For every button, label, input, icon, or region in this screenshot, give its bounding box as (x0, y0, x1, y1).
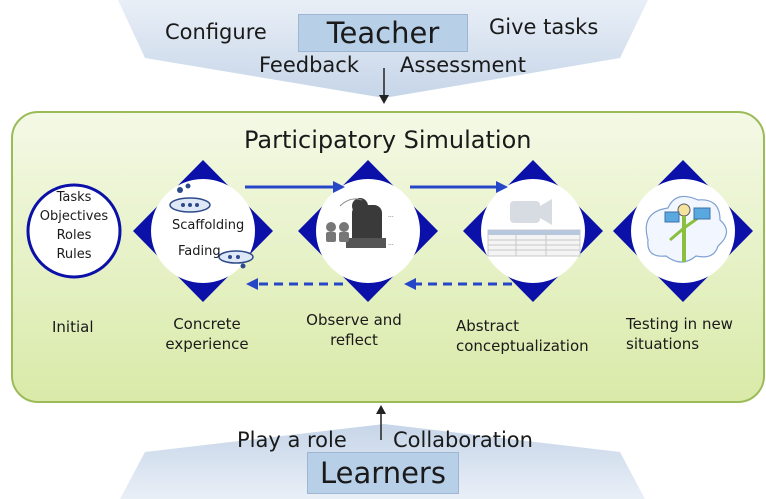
scaffolding-text: Scaffolding (172, 218, 245, 233)
learners-box: Learners (307, 452, 459, 494)
initial-items: Tasks Objectives Roles Rules (28, 188, 120, 264)
label-line: Testing in new (626, 315, 733, 333)
label-abstract-conceptualization: Abstract conceptualization (456, 316, 606, 356)
teacher-box: Teacher (298, 14, 468, 52)
label-line: Concrete (173, 315, 241, 333)
give-tasks-label: Give tasks (489, 15, 599, 39)
label-line: reflect (330, 331, 378, 349)
label-observe-reflect: Observe and reflect (296, 310, 412, 350)
initial-label: Initial (52, 318, 94, 336)
label-line: Abstract (456, 317, 519, 335)
assessment-label: Assessment (400, 53, 526, 77)
label-line: Observe and (306, 311, 402, 329)
label-line: conceptualization (456, 337, 589, 355)
backward-arrowhead-2 (404, 278, 416, 290)
initial-item-roles: Roles (56, 228, 92, 243)
label-concrete-experience: Concrete experience (160, 314, 254, 354)
camera-and-table-icon (487, 199, 581, 257)
svg-text:...: ... (388, 212, 394, 219)
fading-text: Fading (178, 244, 221, 259)
label-line: experience (165, 335, 249, 353)
thinker-icon: ... ... (326, 198, 394, 248)
learners-title: Learners (320, 456, 446, 490)
teacher-arrowhead (379, 95, 389, 104)
label-testing-new-situations: Testing in new situations (626, 314, 746, 354)
initial-item-objectives: Objectives (39, 209, 109, 224)
simulation-title: Participatory Simulation (244, 126, 532, 154)
learners-arrowhead (376, 405, 386, 414)
backward-arrowhead-1 (246, 278, 258, 290)
person-with-flag-icon (645, 195, 728, 263)
configure-label: Configure (165, 20, 267, 44)
forward-arrowhead-1 (333, 181, 345, 193)
play-role-label: Play a role (237, 428, 347, 452)
svg-text:...: ... (388, 240, 394, 247)
collaboration-label: Collaboration (393, 428, 533, 452)
feedback-label: Feedback (259, 53, 360, 77)
scaffolding-icon (169, 183, 254, 269)
teacher-title: Teacher (326, 16, 440, 50)
label-line: situations (626, 335, 700, 353)
forward-arrowhead-2 (496, 181, 508, 193)
initial-item-rules: Rules (56, 247, 92, 262)
initial-item-tasks: Tasks (56, 190, 92, 205)
initial-circle (26, 183, 122, 279)
